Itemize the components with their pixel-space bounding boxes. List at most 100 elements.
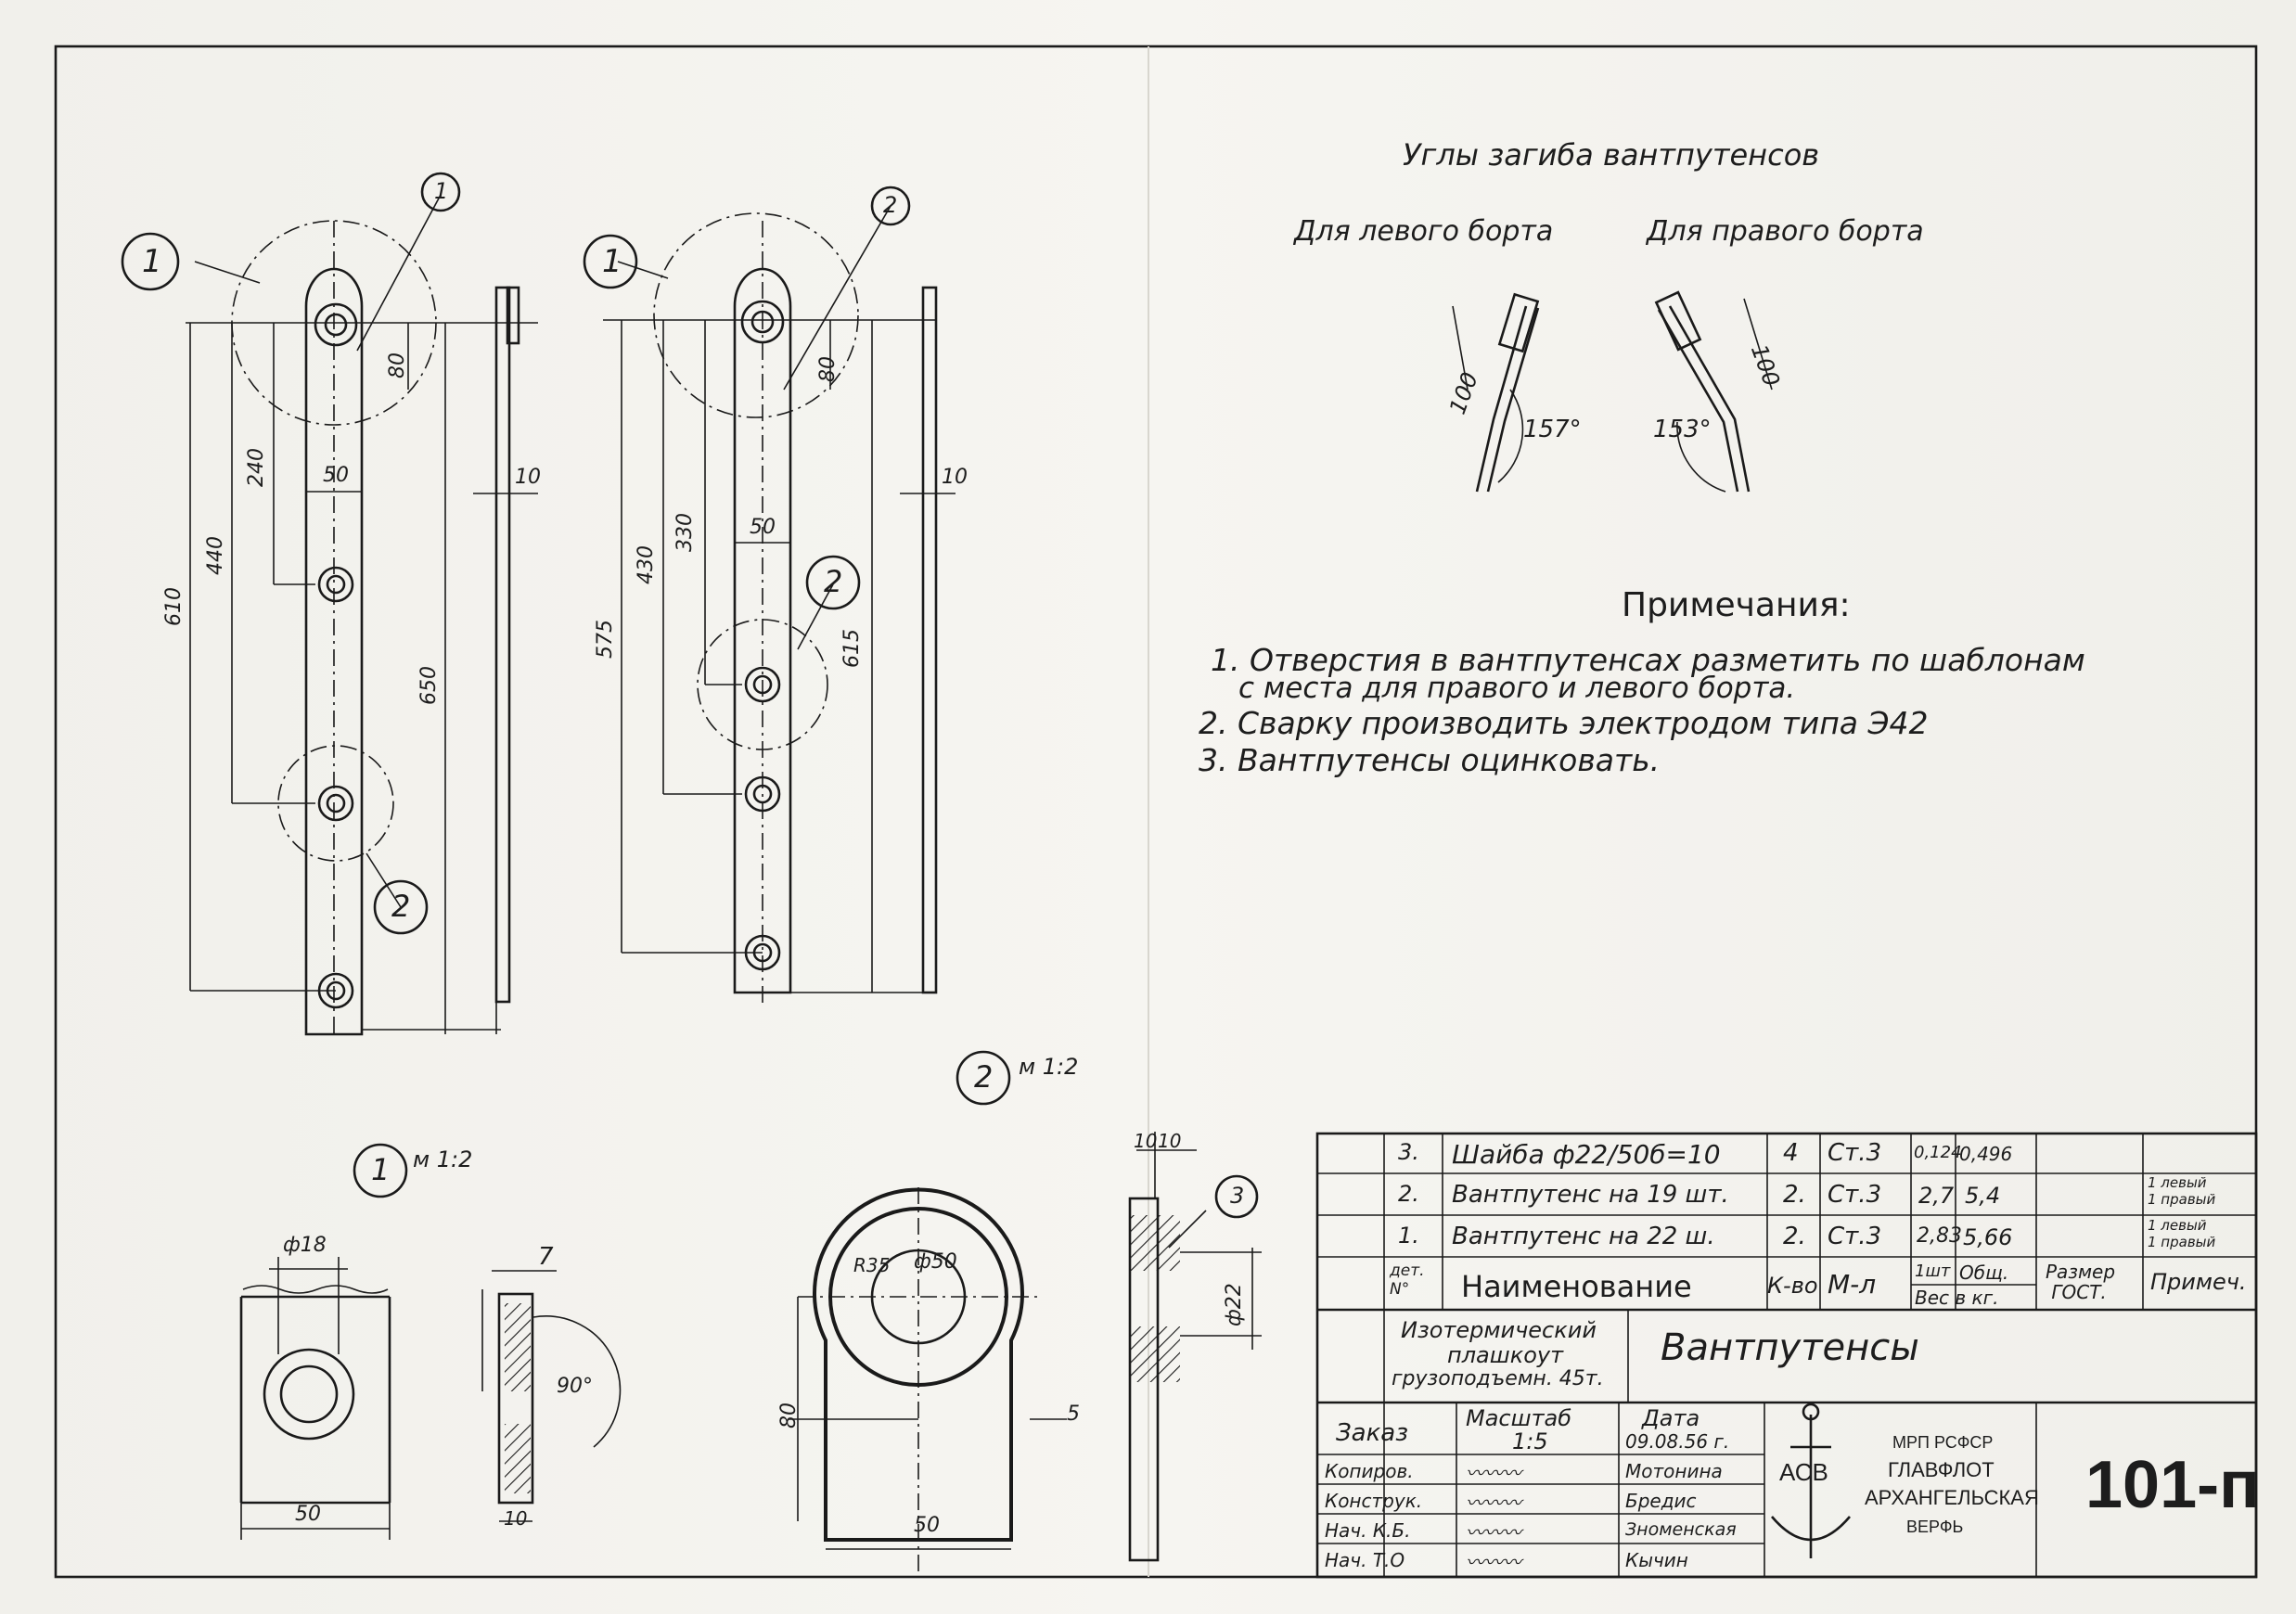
left-dim-440: 440 [204,536,227,575]
detail-1-callout-circle [353,1143,408,1198]
spec-row-3-name: Шайба ф22/50б=10 [1452,1139,1721,1170]
angle-sketch-right [1654,290,1773,493]
left-dim-50: 50 [323,464,349,487]
spec-head-gost-line2: ГОСТ. [2046,1281,2107,1303]
right-dim-80: 80 [816,356,840,382]
detail-2-t1: 10 [1134,1130,1158,1152]
signature-4: 〰〰〰 [1466,1551,1521,1573]
detail-1-thick: 7 [538,1243,554,1271]
signature-1: 〰〰〰 [1466,1462,1521,1484]
right-dim-330: 330 [673,513,697,552]
signature-2: 〰〰〰 [1466,1492,1521,1514]
object-line-1: Изотермический [1401,1317,1597,1343]
detail-1-dia: ф18 [283,1234,327,1257]
right-callout-a-label: 1 [602,243,622,280]
name-designer: Бредис [1625,1490,1697,1512]
angles-left-angle: 157° [1523,416,1582,443]
spec-head-w1: 1шт [1915,1262,1951,1281]
org-line-1: МРП РСФСР [1892,1433,1994,1452]
detail-2-mark-circle [1214,1174,1259,1219]
spec-row-2-pos: 2. [1398,1181,1419,1207]
spec-row-1-note-line2: 1 правый [2148,1234,2216,1250]
spec-row-2-w2: 5,4 [1965,1183,2001,1209]
right-dim-430: 430 [635,545,658,584]
detail-2-width: 50 [914,1514,940,1537]
spec-row-2-note-line1: 1 левый [2148,1174,2207,1191]
spec-row-1-mat: Ст.3 [1828,1223,1882,1250]
spec-head-pos-line2: N° [1390,1280,1410,1299]
right-callout-a-circle [583,234,638,289]
right-dim-575: 575 [594,620,617,659]
spec-head-w2: Общ. [1959,1262,2009,1284]
spec-row-3-w2: 0,496 [1959,1143,2013,1165]
left-dim-240: 240 [245,448,268,487]
notes-item-3: 3. Вантпутенсы оцинковать. [1199,742,1661,778]
detail-2-t2: 10 [1158,1130,1182,1152]
detail-1-scale: м 1:2 [413,1146,473,1172]
spec-head-note: Примеч. [2150,1269,2247,1295]
spec-row-1-pos: 1. [1398,1223,1419,1249]
left-dim-80: 80 [386,352,409,378]
spec-row-1-qty: 2. [1783,1223,1806,1250]
sheet-number: 101-п [2085,1448,2260,1522]
spec-row-1-note-line1: 1 левый [2148,1217,2207,1234]
detail-2-callout-circle [956,1050,1011,1106]
detail-2-mark-label: 3 [1230,1183,1245,1209]
right-callout-b-circle [870,186,911,226]
spec-row-2-mat: Ст.3 [1828,1181,1882,1209]
outer-frame [54,45,2258,1579]
left-dim-610: 610 [162,587,186,626]
detail-1-thick2: 10 [504,1507,528,1530]
angles-right-angle: 153° [1653,416,1712,443]
title-block-grid [1315,1132,2258,1579]
spec-head-qty: К-во [1767,1273,1818,1299]
detail-2-dia: ф50 [914,1250,957,1274]
left-dim-650: 650 [417,666,441,705]
spec-row-2-note-line2: 1 правый [2148,1191,2216,1208]
spec-head-pos: дет. N° [1390,1262,1425,1299]
scale-value: 1:5 [1512,1428,1548,1454]
left-dim-10: 10 [515,466,541,489]
object-line-3: грузоподъемн. 45т. [1392,1367,1604,1390]
name-chief-to: Кычин [1625,1549,1688,1571]
name-chief-kb: Зноменская [1625,1519,1737,1540]
left-callout-c-circle [373,879,429,935]
notes-item-1b: с места для правого и левого борта. [1238,672,1796,705]
detail-2-scale: м 1:2 [1019,1054,1079,1080]
anchor-logo [1771,1403,1851,1558]
spec-head-pos-line1: дет. [1390,1262,1425,1280]
order-label: Заказ [1336,1419,1409,1447]
spec-head-mat: М-л [1828,1269,1877,1300]
right-dim-615: 615 [840,629,864,668]
left-callout-a-circle [121,232,180,291]
detail-2-callout-label: 2 [974,1059,994,1095]
scale-label: Масштаб [1466,1405,1572,1431]
spec-row-1-w1: 2,83 [1917,1224,1962,1248]
object-line-2: плашкоут [1447,1342,1564,1368]
notes-title: Примечания: [1622,586,1851,624]
logo-letters: АСВ [1779,1458,1828,1486]
left-callout-a-label: 1 [142,243,162,280]
angle-sketch-left [1452,292,1540,493]
detail-2-drawing [789,1132,1262,1577]
notes-item-1: 1. Отверстия в вантпутенсах разметить по… [1211,642,2085,678]
right-dim-50: 50 [750,516,776,539]
date-label: Дата [1642,1405,1700,1431]
left-callout-b-circle [420,172,461,212]
notes-item-2: 2. Сварку производить электродом типа Э4… [1199,705,1929,741]
spec-row-3-mat: Ст.3 [1828,1139,1882,1167]
right-callout-b-label: 2 [883,192,898,218]
spec-row-1-name: Вантпутенс на 22 ш. [1452,1223,1715,1250]
angles-left-label: Для левого борта [1294,215,1554,248]
spec-row-2-qty: 2. [1783,1181,1806,1209]
detail-1-callout-label: 1 [371,1152,391,1187]
spec-head-gost: Размер ГОСТ. [2046,1262,2115,1302]
left-part-drawing [186,194,538,1039]
detail-2-hole: ф22 [1223,1283,1246,1326]
right-dim-10: 10 [942,466,968,489]
drawing-title: Вантпутенсы [1661,1326,1919,1369]
right-callout-c-label: 2 [824,564,843,599]
spec-head-weight: Вес в кг. [1915,1287,1999,1309]
